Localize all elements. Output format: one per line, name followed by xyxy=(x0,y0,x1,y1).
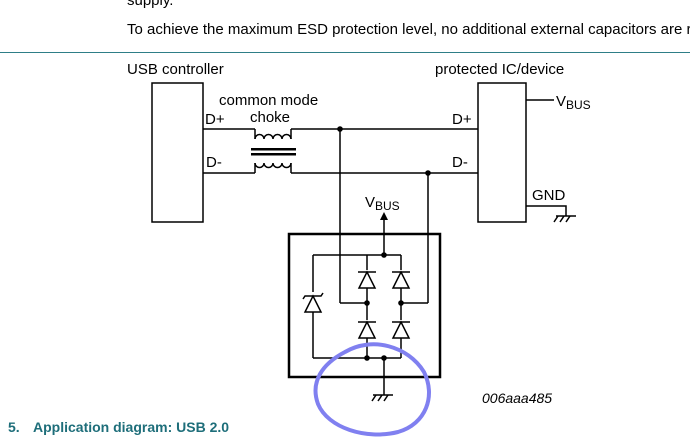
figure-id: 006aaa485 xyxy=(482,390,552,406)
annotation-circle xyxy=(313,342,431,437)
diode-bottom-right xyxy=(391,320,411,339)
label-choke-line1: common mode xyxy=(219,92,318,109)
label-dminus-right: D- xyxy=(452,154,468,171)
diode-top-right xyxy=(391,270,411,289)
label-choke-line2: choke xyxy=(250,109,290,126)
protected-ic-box xyxy=(477,82,527,223)
figure-title: Application diagram: USB 2.0 xyxy=(33,419,230,435)
body-text-line-2: To achieve the maximum ESD protection le… xyxy=(127,21,690,38)
zener-diode xyxy=(302,292,324,313)
label-dplus-right: D+ xyxy=(452,111,472,128)
vbus-arrow xyxy=(380,212,388,220)
usb-controller-box xyxy=(151,82,204,223)
label-dminus-left: D- xyxy=(206,154,222,171)
gnd-bottom-symbol xyxy=(371,394,393,402)
choke-core-top xyxy=(251,148,296,151)
label-vbus-right: VBUS xyxy=(556,93,591,112)
choke-coil-bottom xyxy=(254,162,292,169)
label-protected-ic: protected IC/device xyxy=(435,61,564,78)
esd-protection-ic xyxy=(287,232,442,379)
label-dplus-left: D+ xyxy=(205,111,225,128)
diode-top-left xyxy=(357,270,377,289)
figure-number: 5. xyxy=(8,419,20,435)
gnd-right-symbol xyxy=(526,205,576,223)
label-gnd: GND xyxy=(532,187,566,204)
section-divider xyxy=(0,52,690,53)
label-usb-controller: USB controller xyxy=(127,61,224,78)
choke-coil-top xyxy=(254,133,292,140)
body-text-line-1: supply. xyxy=(127,0,174,9)
label-vbus-mid: VBUS xyxy=(365,194,400,213)
choke-core-bottom xyxy=(251,153,296,156)
diode-bottom-left xyxy=(357,320,377,339)
